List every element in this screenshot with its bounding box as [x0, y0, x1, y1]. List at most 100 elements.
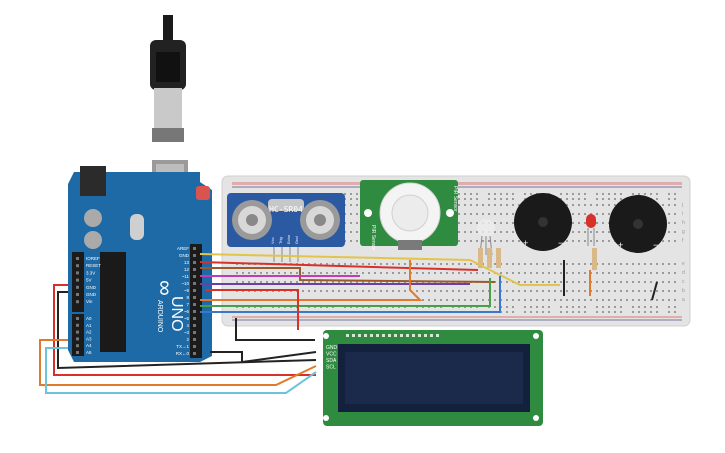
lcd-pin-label: VCC — [326, 352, 337, 358]
pin-label: GND — [179, 253, 190, 258]
pin-hole — [193, 268, 196, 271]
pin-label: A5 — [86, 350, 92, 355]
lcd-pin-hole — [388, 334, 391, 337]
breadboard-row-label: j — [681, 202, 683, 208]
pin-label: 13 — [184, 260, 190, 265]
pin-hole — [193, 303, 196, 306]
pin-label: ~5 — [184, 316, 190, 321]
capacitor-icon — [84, 231, 102, 249]
lcd-pin-hole — [400, 334, 403, 337]
breadboard-row-label: b — [682, 288, 685, 294]
lcd-pin-label: GND — [326, 345, 338, 351]
breadboard-row-label: e — [682, 261, 685, 267]
pin-hole — [76, 293, 79, 296]
ultrasonic-pin-label: Echo — [286, 234, 291, 244]
ultrasonic-pin-label: Gnd — [294, 236, 299, 244]
breadboard-row-label: c — [682, 279, 685, 285]
pir-sensor: PIR Sensor PIR Sensor — [360, 180, 458, 251]
red-led — [586, 214, 596, 246]
pin-label: 8 — [186, 295, 189, 300]
lcd-pin-hole — [430, 334, 433, 337]
pin-label: ~6 — [184, 309, 190, 314]
pin-label: 3.3V — [86, 270, 95, 275]
resistor — [478, 248, 501, 268]
pin-hole — [76, 344, 79, 348]
lcd-pin-hole — [424, 334, 427, 337]
power-header — [72, 252, 84, 312]
pin-hole — [76, 351, 79, 354]
pin-hole — [76, 257, 79, 260]
svg-text:−: − — [558, 238, 563, 248]
lcd-pin-label: SCL — [326, 365, 336, 371]
pin-hole — [193, 282, 196, 285]
pin-label: RX←0 — [176, 351, 190, 356]
pin-hole — [76, 300, 79, 304]
pin-hole — [76, 317, 79, 320]
analog-header — [72, 314, 84, 356]
svg-text:+: + — [618, 240, 623, 250]
pin-label: A0 — [86, 316, 92, 321]
pin-hole — [193, 310, 196, 313]
pin-label: 5V — [86, 278, 92, 283]
breadboard-row-label: d — [682, 270, 685, 276]
pin-label: GND — [86, 285, 97, 290]
ultrasonic-pin-label: Trig — [278, 237, 283, 244]
pin-label: RESET — [86, 263, 101, 268]
pin-label: ~11 — [182, 274, 190, 279]
pin-hole — [76, 285, 79, 289]
svg-text:−: − — [653, 240, 658, 250]
pin-label: ~10 — [181, 281, 189, 286]
pin-hole — [193, 331, 196, 334]
pin-label: 12 — [184, 267, 190, 272]
pin-label: TX→1 — [176, 344, 189, 349]
arduino-logo: ∞ — [153, 280, 178, 296]
pir-label-right: PIR Sensor — [452, 186, 458, 212]
pin-hole — [76, 271, 79, 275]
power-pin-labels: IOREF RESET 3.3V 5V GND GND Vin — [76, 256, 101, 304]
pir-label-left: PIR Sensor — [370, 225, 376, 251]
lcd-pin-hole — [406, 334, 409, 337]
pin-label: 7 — [186, 302, 189, 307]
lcd-pin-hole — [346, 334, 349, 337]
lcd-pin-hole — [370, 334, 373, 337]
lcd-pin-label: SDA — [326, 358, 337, 364]
pin-label: A2 — [86, 330, 92, 335]
microcontroller-chip — [100, 252, 126, 352]
arduino-model: UNO — [168, 296, 185, 332]
pin-label: A4 — [86, 343, 92, 348]
pin-label: IOREF — [86, 256, 100, 261]
breadboard-row-label: a — [682, 297, 685, 303]
pin-label: ~9 — [184, 288, 190, 293]
pin-hole — [193, 254, 196, 257]
breadboard-row-label: i — [682, 211, 683, 217]
pin-hole — [193, 275, 196, 278]
capacitor-icon — [84, 209, 102, 227]
digital-header — [190, 244, 202, 358]
pin-hole — [76, 278, 79, 282]
pin-hole — [76, 337, 79, 341]
pin-hole — [76, 330, 79, 334]
pin-hole — [193, 317, 196, 320]
resistor — [592, 248, 597, 270]
reset-button-icon[interactable] — [196, 186, 210, 200]
pin-label: 4 — [186, 323, 189, 328]
pin-label: A3 — [86, 336, 92, 341]
pin-label: GND — [86, 292, 97, 297]
arduino-brand: ARDUINO — [156, 300, 163, 333]
pin-label: AREF — [177, 246, 189, 251]
pin-hole — [193, 338, 196, 341]
lcd-pin-hole — [394, 334, 397, 337]
pin-hole — [193, 289, 196, 292]
pin-label: Vin — [86, 299, 93, 304]
breadboard-row-label: f — [682, 238, 684, 244]
lcd-pin-hole — [436, 334, 439, 337]
buzzer: + − — [514, 193, 572, 251]
svg-text:+: + — [523, 238, 528, 248]
breadboard-row-label: g — [682, 229, 685, 235]
buzzer: + − — [609, 195, 667, 253]
ultrasonic-pin-label: Vcc — [270, 237, 275, 244]
